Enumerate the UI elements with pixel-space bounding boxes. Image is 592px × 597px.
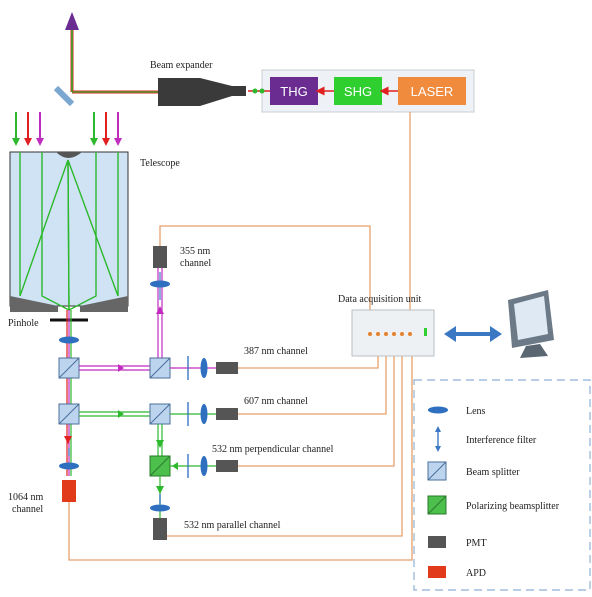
pmt-607 xyxy=(216,408,238,420)
data-link-arrow xyxy=(444,326,502,342)
fold-mirror xyxy=(53,85,75,107)
legend-pmt: PMT xyxy=(466,538,487,549)
outgoing-beam xyxy=(53,12,160,107)
ch532par-label: 532 nm parallel channel xyxy=(184,520,281,531)
legend-pbs: Polarizing beamsplitter xyxy=(466,501,560,512)
receiver-optics: 1064 nm channel xyxy=(8,310,150,515)
lens xyxy=(150,504,170,512)
ch387-label: 387 nm channel xyxy=(244,346,308,357)
lens xyxy=(200,456,208,476)
ch1064-label-1: 1064 nm xyxy=(8,492,44,503)
shg-box xyxy=(334,77,382,105)
ch607-label: 607 nm channel xyxy=(244,396,308,407)
incoming-light xyxy=(12,112,122,146)
legend-filter: Interference filter xyxy=(466,435,537,446)
lens xyxy=(200,404,208,424)
visible-channels: 607 nm channel 532 nm perpendicular chan… xyxy=(149,396,334,540)
telescope-label: Telescope xyxy=(140,158,180,169)
lens xyxy=(200,358,208,378)
lens xyxy=(150,280,170,288)
beam-expander-label: Beam expander xyxy=(150,60,213,71)
daq-label: Data acquisition unit xyxy=(338,294,422,305)
ch355-label-1: 355 nm xyxy=(180,246,211,257)
lens xyxy=(59,336,79,344)
pmt-532-perp xyxy=(216,460,238,472)
data-acquisition-unit: Data acquisition unit xyxy=(338,294,435,357)
laser-box xyxy=(398,77,466,105)
thg-label: THG xyxy=(280,84,307,99)
laser-unit: THG SHG LASER xyxy=(248,69,475,113)
lens xyxy=(59,462,79,470)
thg-box xyxy=(270,77,318,105)
ch355-label-2: channel xyxy=(180,258,211,269)
legend-lens: Lens xyxy=(466,406,486,417)
legend-pmt-icon xyxy=(428,536,446,548)
pinhole-label: Pinhole xyxy=(8,318,39,329)
telescope: Telescope xyxy=(9,151,180,312)
shg-label: SHG xyxy=(344,84,372,99)
legend: Lens Interference filter Beam splitter P… xyxy=(413,379,591,591)
pmt-387 xyxy=(216,362,238,374)
legend-apd: APD xyxy=(466,568,486,579)
legend-apd-icon xyxy=(428,566,446,578)
uv-channels: 355 nm channel 387 nm channel xyxy=(149,246,308,380)
pmt-532-par xyxy=(153,518,167,540)
signal-cables xyxy=(68,112,413,561)
beam-expander: Beam expander xyxy=(150,60,246,106)
legend-lens-icon xyxy=(428,406,448,414)
pmt-355 xyxy=(153,246,167,268)
apd xyxy=(62,480,76,502)
computer-monitor-icon xyxy=(508,290,554,358)
ch1064-label-2: channel xyxy=(12,504,43,515)
laser-label: LASER xyxy=(411,84,454,99)
ch532perp-label: 532 nm perpendicular channel xyxy=(212,444,334,455)
legend-beam-splitter: Beam splitter xyxy=(466,467,520,478)
